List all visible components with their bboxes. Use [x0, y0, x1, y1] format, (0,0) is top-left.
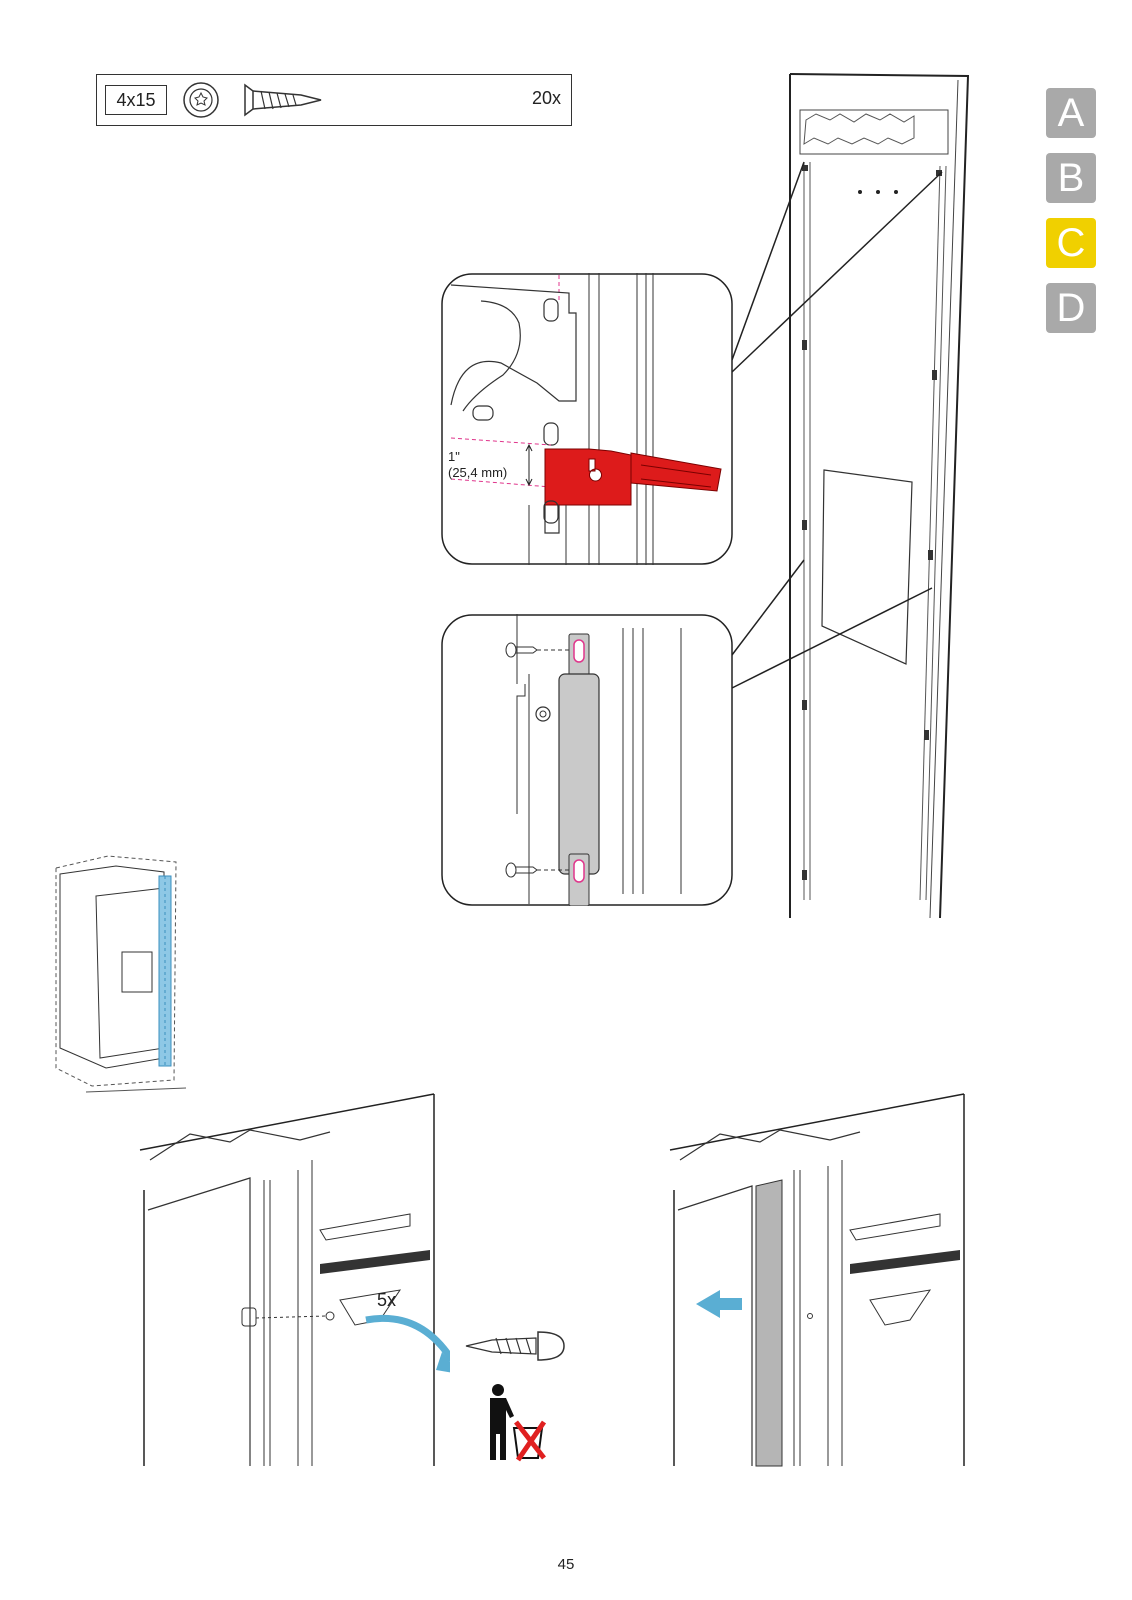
detail-leader-lines [720, 150, 950, 700]
do-not-discard-icon [478, 1382, 558, 1462]
torx-screw-icon [181, 79, 421, 123]
page-number: 45 [0, 1556, 1132, 1573]
tab-b[interactable]: B [1046, 153, 1096, 203]
dimension-label-inch: 1" [448, 449, 460, 464]
detail-plate-closeup [441, 614, 733, 906]
parts-box: 4x15 20x [96, 74, 572, 126]
appliance-overview-icon [46, 848, 196, 1098]
detail-bracket-closeup [441, 273, 733, 565]
dimension-label-mm: (25,4 mm) [448, 465, 507, 480]
tab-c[interactable]: C [1046, 218, 1096, 268]
screw-quantity: 20x [532, 88, 561, 109]
tab-d[interactable]: D [1046, 283, 1096, 333]
step-slide-panel-illustration [660, 1090, 980, 1470]
removed-screw-icon [462, 1318, 572, 1374]
screw-size-label: 4x15 [105, 85, 167, 115]
step-remove-screws-illustration [130, 1090, 450, 1470]
screw-count-label: 5x [377, 1290, 396, 1311]
tab-a[interactable]: A [1046, 88, 1096, 138]
